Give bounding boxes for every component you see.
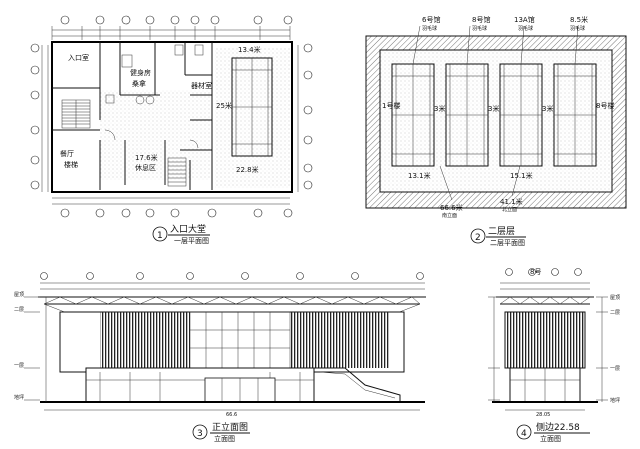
- plan2-caption: 2 二层层 二层平面图: [470, 226, 526, 247]
- dim-bottom: [52, 197, 293, 218]
- room-entrance-office: 入口室: [68, 53, 89, 62]
- side-level-2: 二层: [610, 310, 620, 316]
- front-level-roof: 屋顶: [14, 292, 24, 298]
- side-caption-title: 侧边22.58: [536, 421, 580, 433]
- side-caption-sub: 立面图: [540, 434, 561, 443]
- plan2-caption-num: 2: [475, 233, 481, 243]
- plan2-caption-sub: 二层平面图: [490, 239, 525, 247]
- plan1-caption-num: 1: [157, 231, 163, 241]
- side-width-dim: 28.05: [536, 412, 550, 418]
- room-lobby: 休息区: [135, 163, 156, 172]
- lobby-floor: [100, 90, 210, 180]
- side-level-roof: 屋顶: [610, 295, 620, 301]
- plan2-label-top-2: 8号馆: [472, 15, 490, 24]
- plan2-mid-dim-1: 3米: [434, 104, 445, 113]
- front-width-dim: 66.6: [226, 412, 237, 418]
- plan2-bottom-sub-1: 南立面: [442, 212, 457, 219]
- plan2-label-top-1: 6号馆: [422, 15, 440, 24]
- plan2-label-top2-4: 羽毛球: [570, 25, 585, 32]
- side-level-ground: 地坪: [610, 397, 620, 404]
- elevation-front: 屋顶 二层 一层 地坪 66.6 3 正立面图 立面图: [14, 272, 426, 443]
- side-level-1: 一层: [610, 366, 620, 372]
- plan2-label-top-3: 13A馆: [514, 15, 535, 24]
- plan-second-floor: 6号馆 羽毛球 8号馆 羽毛球 13A馆 羽毛球 8.5米 羽毛球 1号楼 8号…: [365, 15, 627, 247]
- side-levels: 屋顶 二层 一层 地坪: [488, 295, 620, 404]
- court-dim-bottom: 22.8米: [236, 165, 259, 174]
- front-caption-num: 3: [197, 429, 203, 439]
- plan2-mid-dim-2: 3米: [488, 104, 499, 113]
- room-lobby-dim: 17.6米: [135, 153, 158, 162]
- plan2-bottom-label-2: 41.1米: [500, 197, 523, 206]
- axis-right: [297, 43, 313, 192]
- court-floor: [215, 48, 290, 188]
- front-levels: 屋顶 二层 一层 地坪: [14, 292, 47, 402]
- court-dim-top: 13.4米: [238, 45, 261, 54]
- front-ground-floor: [85, 367, 315, 403]
- plan2-label-top2-3: 羽毛球: [518, 25, 533, 32]
- plan2-label-top2-2: 羽毛球: [472, 25, 487, 32]
- front-curtain-wall: [189, 311, 291, 369]
- front-caption-sub: 立面图: [214, 434, 235, 443]
- room-sauna: 桑拿: [132, 79, 146, 88]
- front-ramp: [314, 367, 401, 402]
- plan2-label-top2-1: 羽毛球: [422, 25, 437, 32]
- room-stair-hall: 楼梯: [64, 160, 78, 169]
- plan2-bottom-sub-2: 北立面: [502, 206, 517, 213]
- side-top-label: 8号: [530, 268, 541, 276]
- front-louvre-left: [100, 312, 190, 368]
- plan2-side-left: 1号楼: [382, 101, 400, 110]
- side-louvre: [504, 311, 586, 369]
- plan1-caption-sub: 一层平面图: [174, 237, 209, 245]
- dim-top: [51, 15, 293, 40]
- front-level-2: 二层: [14, 307, 24, 313]
- side-caption: 4 侧边22.58 立面图: [516, 421, 590, 443]
- plan2-side-right: 8号楼: [596, 101, 614, 110]
- plan2-mid-dim-3: 3米: [542, 104, 553, 113]
- plan2-bottom-label-1: 66.6米: [440, 203, 463, 212]
- front-level-1: 一层: [14, 363, 24, 369]
- plan1-fixtures: [104, 44, 204, 149]
- plan1-outer-wall: [51, 41, 293, 193]
- stair-left: [61, 99, 91, 129]
- room-fitness: 健身房: [130, 68, 151, 77]
- plan1-walls: [52, 42, 213, 190]
- plan-ground-floor: 入口室 健身房 桑拿 器材室 餐厅 楼梯 17.6米 休息区 13.4米 22.…: [30, 15, 313, 245]
- room-dining: 餐厅: [60, 149, 74, 158]
- plan1-caption: 1 入口大堂 一层平面图: [152, 223, 210, 245]
- plan2-bottom-dim-1: 13.1米: [408, 171, 431, 180]
- stair-right: [167, 157, 187, 187]
- side-caption-num: 4: [521, 429, 527, 439]
- plan2-caption-title: 二层层: [488, 226, 515, 237]
- axis-left: [30, 43, 49, 192]
- plan2-label-top-4: 8.5米: [570, 15, 588, 24]
- front-caption: 3 正立面图 立面图: [192, 421, 250, 443]
- front-caption-title: 正立面图: [212, 421, 248, 433]
- elevation-side: 8号 屋顶 二层 一层 地坪: [488, 268, 620, 443]
- plan2-leaders: [412, 25, 579, 65]
- plan1-dim-mid: 25米: [216, 101, 232, 110]
- front-louvre-right: [290, 312, 390, 368]
- front-level-ground: 地坪: [14, 394, 24, 401]
- plan2-bottom-dim-2: 15.1米: [510, 171, 533, 180]
- room-storage: 器材室: [191, 81, 212, 90]
- plan1-caption-title: 入口大堂: [170, 223, 206, 235]
- side-truss: [496, 296, 594, 305]
